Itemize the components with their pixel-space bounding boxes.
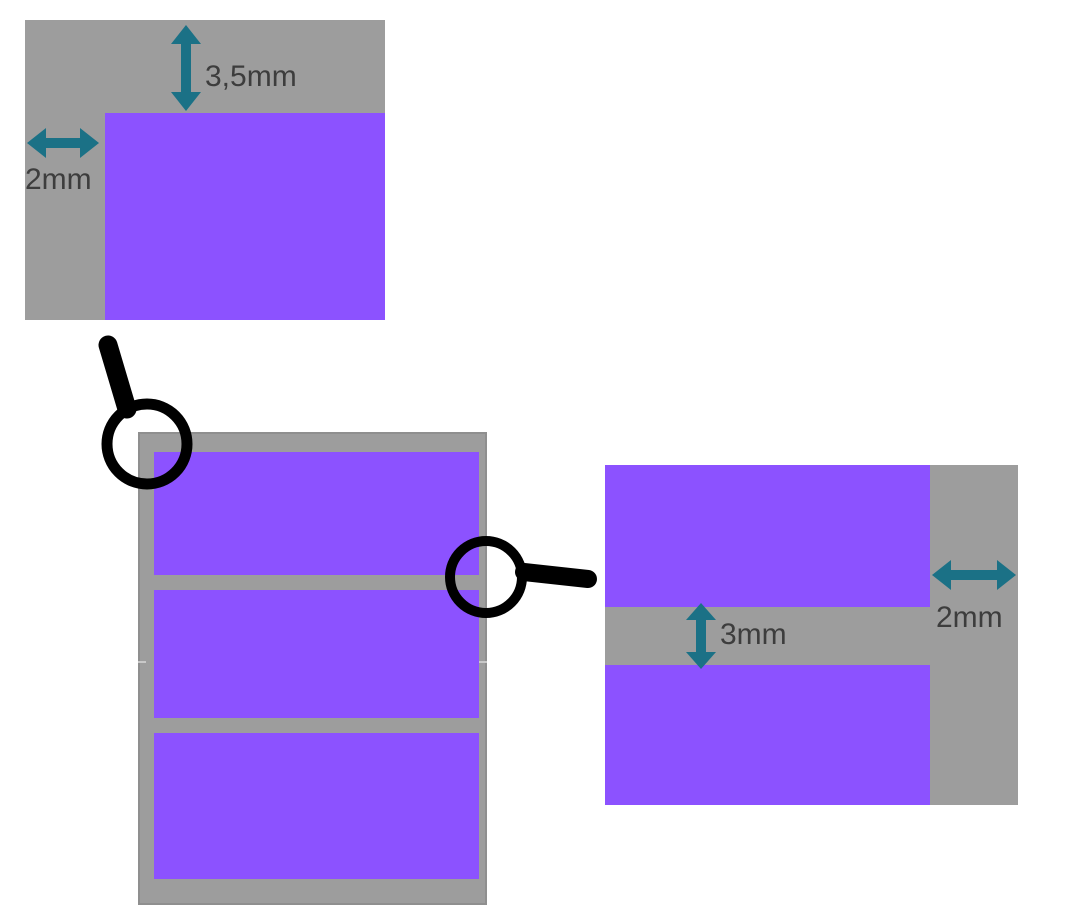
- zoom-detail-gap-panel: 3mm 2mm: [605, 465, 1018, 805]
- zoom-detail-corner-panel: 3,5mm 2mm: [25, 20, 385, 320]
- magnifier-icon: [445, 536, 597, 618]
- perforation-mark: [138, 661, 146, 663]
- perforation-mark: [479, 661, 487, 663]
- label-slot: [154, 452, 479, 575]
- label-slot: [154, 733, 479, 879]
- label-corner-area: [105, 113, 385, 320]
- horizontal-double-arrow-icon: [932, 560, 1016, 590]
- label-sheet-panel: [138, 432, 487, 905]
- vertical-double-arrow-icon: [686, 603, 716, 669]
- right-margin-measurement: 2mm: [936, 601, 1003, 634]
- label-area-bottom: [605, 665, 930, 805]
- label-area-top: [605, 465, 930, 607]
- vertical-double-arrow-icon: [171, 25, 201, 111]
- vertical-gap-measurement: 3mm: [720, 618, 787, 651]
- left-margin-measurement: 2mm: [25, 163, 92, 196]
- label-slot: [154, 590, 479, 718]
- horizontal-double-arrow-icon: [27, 128, 99, 158]
- top-margin-measurement: 3,5mm: [205, 60, 297, 93]
- magnifier-icon: [98, 335, 193, 490]
